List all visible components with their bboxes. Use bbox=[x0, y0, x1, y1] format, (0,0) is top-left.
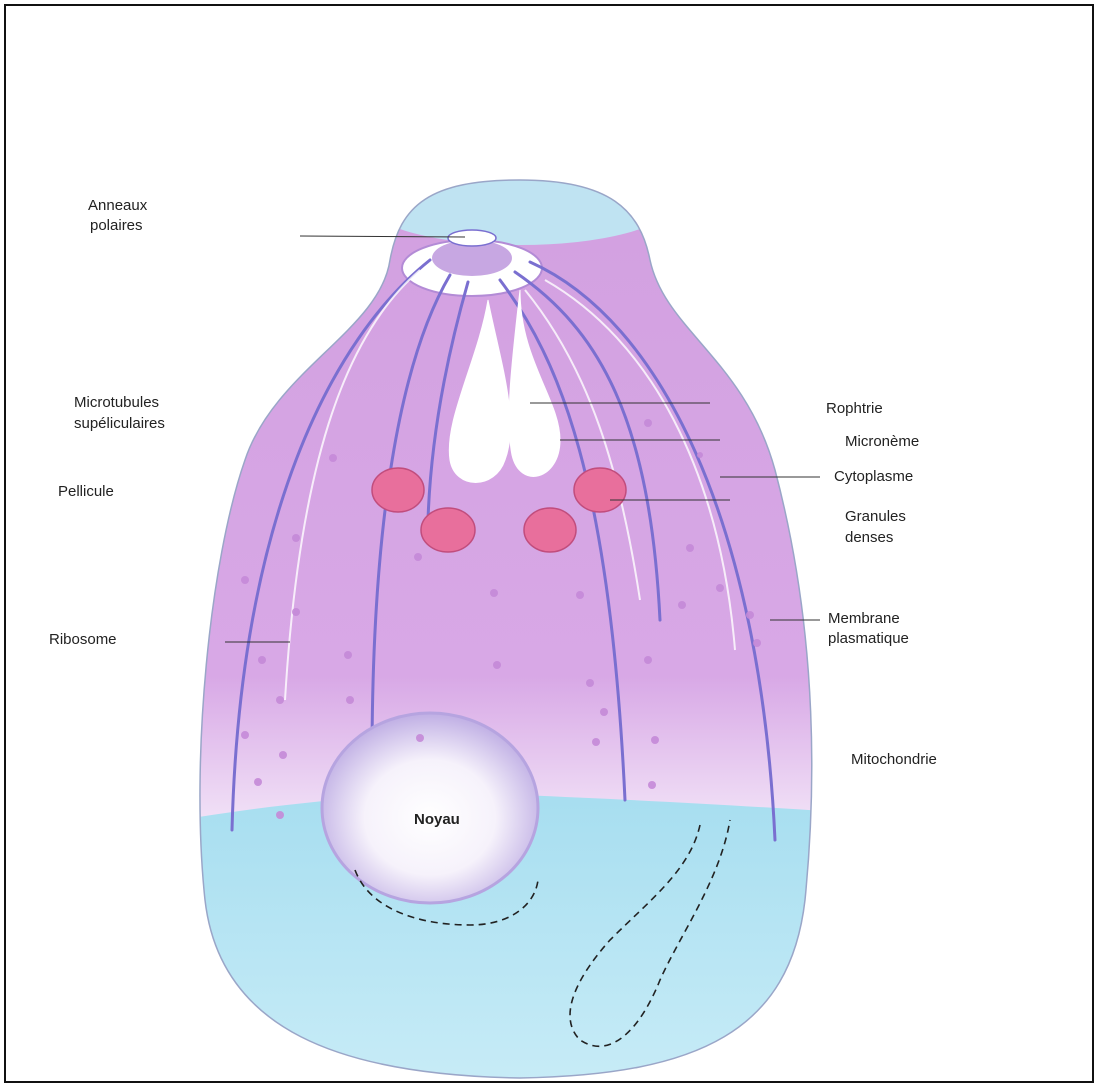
label-anneaux-polaires-2: polaires bbox=[90, 216, 143, 236]
nucleus bbox=[322, 713, 538, 903]
label-noyau: Noyau bbox=[414, 810, 460, 830]
label-granules-1: Granules bbox=[845, 507, 906, 527]
cell-body bbox=[180, 165, 840, 1087]
label-membrane-1: Membrane bbox=[828, 609, 900, 629]
label-membrane-2: plasmatique bbox=[828, 629, 909, 649]
label-granules-2: denses bbox=[845, 528, 893, 548]
label-microneme: Micronème bbox=[845, 432, 919, 452]
label-pellicule: Pellicule bbox=[58, 482, 114, 502]
label-rophtrie: Rophtrie bbox=[826, 399, 883, 419]
label-microtubules-1: Microtubules bbox=[74, 393, 159, 413]
label-cytoplasme: Cytoplasme bbox=[834, 467, 913, 487]
label-mitochondrie: Mitochondrie bbox=[851, 750, 937, 770]
label-microtubules-2: supéliculaires bbox=[74, 414, 165, 434]
label-ribosome: Ribosome bbox=[49, 630, 117, 650]
label-anneaux-polaires-1: Anneaux bbox=[88, 196, 147, 216]
